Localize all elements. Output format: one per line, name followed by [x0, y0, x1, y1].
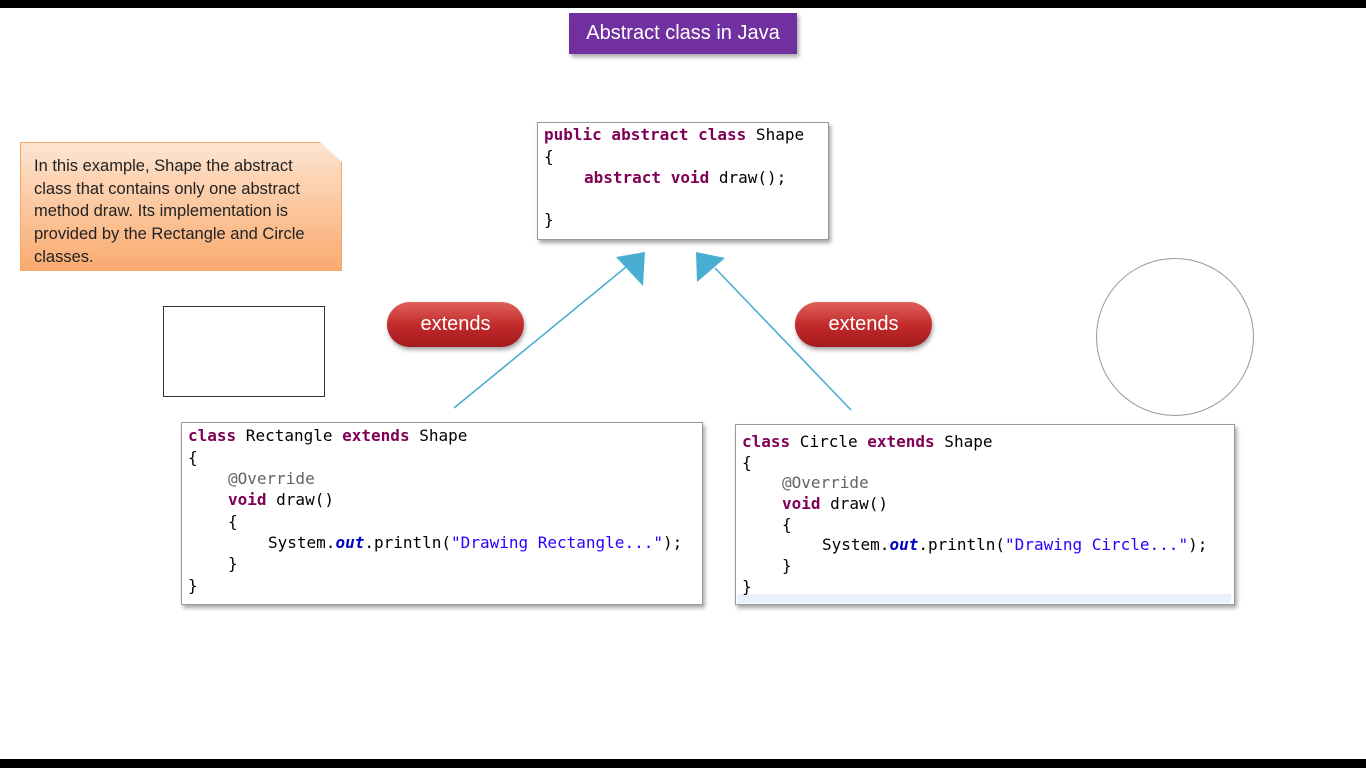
shape-class-code: public abstract class Shape { abstract v…	[537, 122, 829, 240]
code-text: );	[1188, 535, 1208, 554]
code-line: abstract void draw();	[584, 167, 786, 188]
extends-label-right: extends	[795, 302, 932, 347]
code-text: Shape	[934, 432, 993, 451]
arrow-head-right	[696, 252, 725, 282]
code-line: class Rectangle extends Shape	[188, 425, 467, 446]
code-text: Circle	[790, 432, 868, 451]
annotation: @Override	[228, 469, 315, 488]
circle-class-code: class Circle extends Shape { @Override v…	[735, 424, 1235, 605]
keyword: class	[188, 426, 237, 445]
keyword: void	[782, 494, 821, 513]
code-text: Shape	[746, 125, 805, 144]
code-line: void draw()	[228, 489, 334, 510]
keyword: void	[228, 490, 267, 509]
arrow-line-right	[714, 267, 852, 411]
rectangle-shape	[163, 306, 325, 397]
code-line: {	[188, 448, 198, 467]
code-text: Rectangle	[236, 426, 343, 445]
code-line: {	[544, 147, 554, 166]
field: out	[335, 533, 365, 552]
code-line: {	[742, 453, 752, 472]
code-line: System.out.println("Drawing Circle...");	[822, 534, 1207, 555]
annotation: @Override	[782, 473, 869, 492]
code-line: }	[742, 577, 752, 596]
code-text: draw()	[820, 494, 888, 513]
explanation-text: In this example, Shape the abstract clas…	[34, 157, 305, 266]
inheritance-arrows	[453, 252, 852, 411]
arrow-line-left	[453, 266, 627, 409]
current-line-highlight	[737, 594, 1231, 603]
rectangle-class-code: class Rectangle extends Shape { @Overrid…	[181, 422, 703, 605]
code-line: }	[544, 210, 554, 229]
code-text: .println(	[364, 533, 452, 552]
explanation-callout: In this example, Shape the abstract clas…	[20, 142, 342, 271]
code-text: Shape	[409, 426, 468, 445]
code-text: );	[662, 533, 683, 552]
code-line: void draw()	[782, 493, 888, 514]
string-literal: "Drawing Circle..."	[1005, 535, 1189, 554]
code-text: System.	[268, 533, 336, 552]
code-line: System.out.println("Drawing Rectangle...…	[268, 532, 682, 553]
keyword: extends	[867, 432, 935, 451]
extends-label-left: extends	[387, 302, 524, 347]
keyword: extends	[342, 426, 410, 445]
code-text: draw()	[266, 490, 334, 509]
code-text: System.	[822, 535, 890, 554]
slide-title: Abstract class in Java	[569, 13, 797, 54]
string-literal: "Drawing Rectangle..."	[451, 533, 663, 552]
keyword: abstract void	[584, 168, 710, 187]
field: out	[889, 535, 919, 554]
code-text: draw();	[709, 168, 787, 187]
code-line: class Circle extends Shape	[742, 431, 992, 452]
code-line: }	[188, 576, 198, 595]
code-line: public abstract class Shape	[544, 124, 804, 145]
keyword: public abstract class	[544, 125, 747, 144]
code-line: }	[228, 554, 238, 573]
arrow-head-left	[616, 252, 645, 286]
circle-shape	[1096, 258, 1254, 416]
slide: Abstract class in Java In this example, …	[0, 8, 1366, 759]
code-text: .println(	[918, 535, 1006, 554]
keyword: class	[742, 432, 791, 451]
code-line: {	[228, 512, 238, 531]
code-line: }	[782, 556, 792, 575]
code-line: {	[782, 515, 792, 534]
